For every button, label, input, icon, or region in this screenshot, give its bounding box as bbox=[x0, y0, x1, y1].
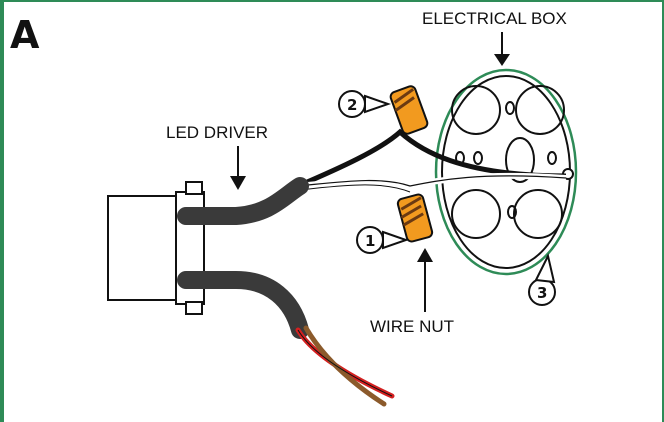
wire-nut-lower bbox=[396, 193, 434, 243]
callout-2-number: 2 bbox=[347, 96, 357, 114]
wire-nut-upper bbox=[389, 85, 429, 135]
wire-nut-label: WIRE NUT bbox=[370, 317, 454, 336]
callout-3: 3 bbox=[528, 253, 556, 306]
output-wires bbox=[295, 325, 395, 407]
led-driver bbox=[107, 177, 309, 339]
wire-nut-arrow bbox=[417, 248, 433, 312]
callout-2: 2 bbox=[338, 90, 392, 118]
led-driver-label: LED DRIVER bbox=[166, 123, 268, 142]
wires-into-box bbox=[297, 128, 567, 193]
electrical-box-arrow bbox=[494, 32, 510, 66]
led-driver-arrow bbox=[230, 146, 246, 190]
callout-3-number: 3 bbox=[537, 284, 547, 302]
callout-1-number: 1 bbox=[365, 232, 375, 250]
panel-letter: A bbox=[10, 13, 40, 57]
callout-1: 1 bbox=[356, 226, 410, 254]
electrical-box-label: ELECTRICAL BOX bbox=[422, 9, 567, 28]
